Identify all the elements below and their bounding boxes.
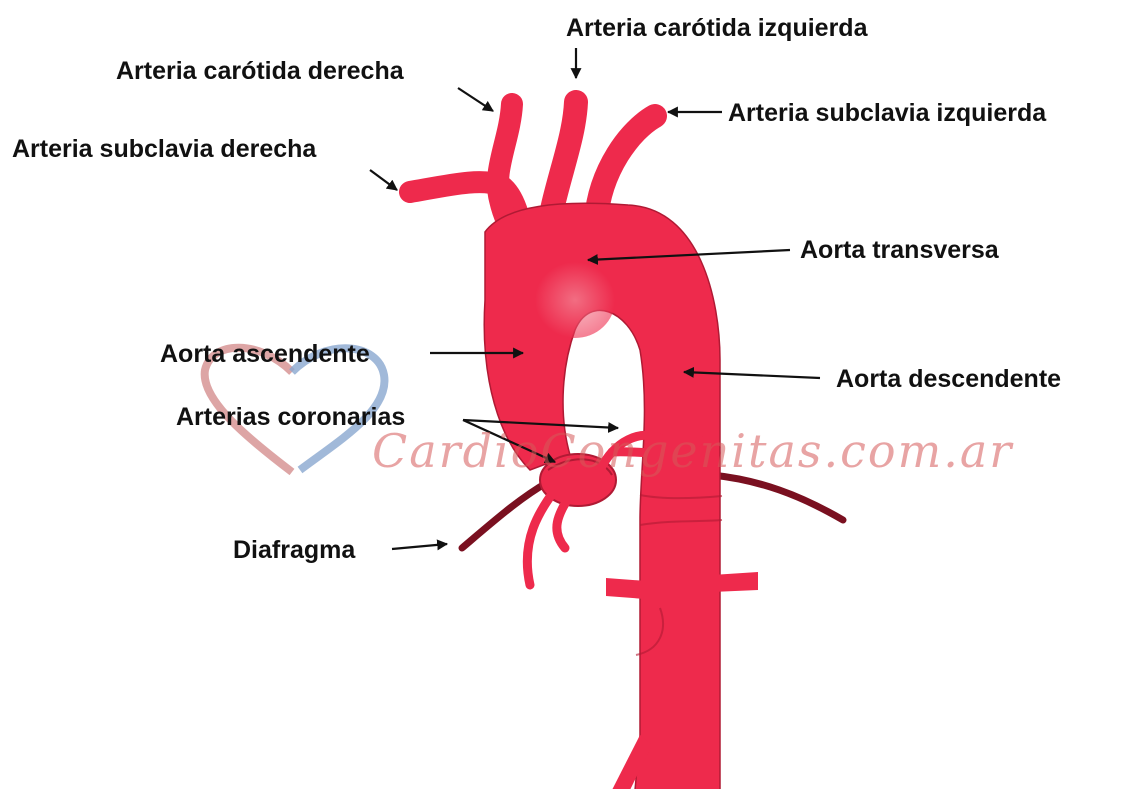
label-aorta-ascending: Aorta ascendente (160, 342, 370, 367)
arch-highlight (535, 262, 615, 338)
label-diaphragm: Diafragma (233, 538, 355, 563)
label-aorta-descending: Aorta descendente (836, 367, 1061, 392)
label-coronary-arteries: Arterias coronarias (176, 405, 405, 430)
label-carotid-right: Arteria carótida derecha (116, 59, 404, 84)
label-subclavian-left: Arteria subclavia izquierda (728, 101, 1046, 126)
watermark-text: CardioCongenitas.com.ar (372, 428, 1013, 474)
label-carotid-left: Arteria carótida izquierda (566, 16, 867, 41)
label-subclavian-right: Arteria subclavia derecha (12, 137, 316, 162)
label-aorta-transverse: Aorta transversa (800, 238, 999, 263)
